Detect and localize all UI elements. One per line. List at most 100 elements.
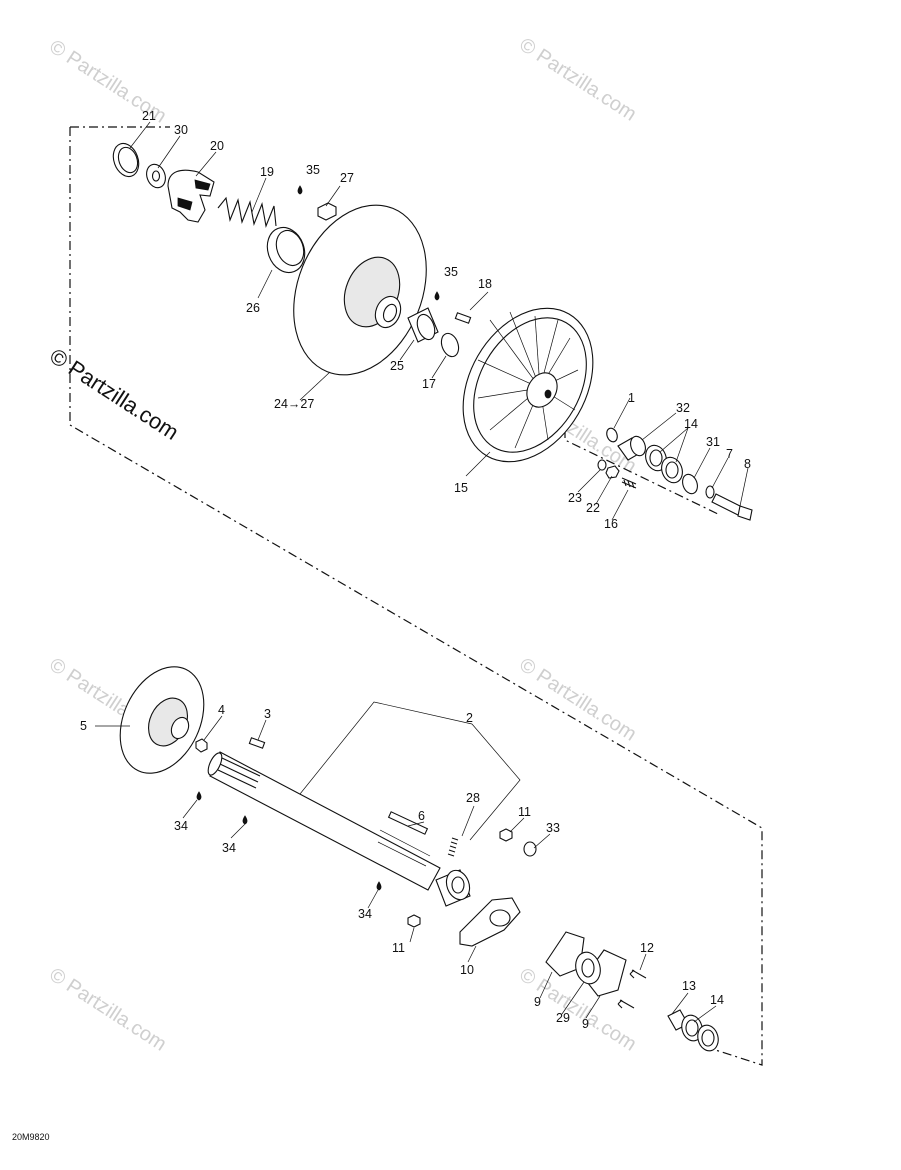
callout-17: 17 [422, 377, 436, 391]
washer-17 [440, 332, 460, 358]
set-screw-28 [447, 837, 459, 857]
callout-1: 1 [628, 391, 635, 405]
flange-hole [489, 909, 511, 927]
washer-outer [146, 163, 166, 189]
callout-32: 32 [676, 401, 690, 415]
shaft-2 [207, 751, 441, 891]
grease-drop-34b [242, 815, 248, 825]
callout-14-lower: 14 [710, 993, 724, 1007]
callout-33: 33 [546, 821, 560, 835]
fixed-sheave-15 [462, 307, 594, 463]
bushing-14c [681, 1014, 703, 1042]
key-6 [387, 811, 429, 835]
nut-22 [605, 465, 620, 479]
callout-8: 8 [744, 457, 751, 471]
callout-11-upper: 11 [518, 805, 531, 819]
washer-23 [597, 459, 607, 471]
callout-3: 3 [264, 707, 271, 721]
callout-14-upper: 14 [684, 417, 698, 431]
grease-drop-35a [297, 185, 303, 195]
cam-ramp-2 [177, 197, 193, 211]
callout-31: 31 [706, 435, 720, 449]
collar [435, 869, 471, 907]
collar-end [445, 869, 471, 901]
callout-9-right: 9 [582, 1017, 589, 1031]
spacer-32 [617, 435, 646, 461]
callout-29: 29 [556, 1011, 570, 1025]
callout-19: 19 [260, 165, 274, 179]
shaft-keyway [377, 829, 431, 867]
bushing-14c-inner [685, 1019, 699, 1037]
callout-15: 15 [454, 481, 468, 495]
bushing-25 [407, 307, 439, 343]
callout-16: 16 [604, 517, 618, 531]
spring-19 [217, 196, 277, 228]
upper-assembly [112, 142, 753, 521]
callout-21: 21 [142, 109, 156, 123]
cam-20 [167, 169, 215, 223]
fixed-sheave-hub [526, 372, 558, 408]
callout-5: 5 [80, 719, 87, 733]
callout-25: 25 [390, 359, 404, 373]
key-3 [248, 737, 266, 749]
nut-11b [407, 914, 421, 928]
callout-22: 22 [586, 501, 600, 515]
bolt-8 [711, 493, 753, 521]
sheave-bore [374, 295, 402, 329]
lower-assembly [119, 666, 719, 1052]
watermark-5: © Partzilla.com [45, 964, 170, 1056]
callout-labels: 21 30 20 19 35 27 26 35 18 25 17 24→27 1… [80, 109, 751, 1031]
fixed-sheave-bore [544, 389, 552, 399]
sheave-bore-inner [382, 303, 398, 323]
watermark-group: © Partzilla.com © Partzilla.com © Partzi… [45, 34, 640, 1056]
callout-35-middle: 35 [444, 265, 458, 279]
callout-34-left: 34 [174, 819, 188, 833]
screw-16 [621, 477, 637, 489]
spacer-end [630, 435, 646, 457]
grease-drop-34a [196, 791, 202, 801]
callout-34-center: 34 [222, 841, 236, 855]
grease-drop-35b [434, 291, 440, 301]
callout-35-upper: 35 [306, 163, 320, 177]
washer-31 [682, 473, 698, 495]
washer-33 [523, 841, 537, 857]
nut-4 [195, 738, 208, 753]
sleeve-26 [266, 226, 306, 274]
fixed-sheave-rim [473, 317, 587, 453]
flange-plate-10 [459, 897, 521, 947]
watermark-4: © Partzilla.com [515, 654, 640, 746]
ring-inner [117, 146, 139, 174]
callout-11-lower: 11 [392, 941, 405, 955]
callout-30: 30 [174, 123, 188, 137]
nut-11a [499, 828, 513, 842]
collar-bore [451, 876, 465, 894]
slider-shoe-27 [317, 202, 337, 221]
bushing-14a [645, 444, 667, 472]
cam-ramp-1 [194, 179, 211, 191]
callout-7: 7 [726, 447, 733, 461]
diagram-code: 20M9820 [12, 1132, 50, 1142]
callout-18: 18 [478, 277, 492, 291]
assembly-outline [69, 126, 763, 1066]
callout-20: 20 [210, 139, 224, 153]
bearing-flange-9b [583, 949, 627, 997]
bolt-12b [617, 999, 635, 1009]
shaft-end [207, 752, 223, 776]
callout-27: 27 [340, 171, 354, 185]
washer-hole [151, 170, 161, 182]
pulley-half-5 [119, 666, 205, 774]
bushing-end [416, 313, 436, 341]
sleeve-inner [275, 229, 305, 267]
flange-body [459, 897, 521, 947]
bearing-inner [581, 958, 595, 978]
leader-lines [95, 121, 749, 1023]
shaft-splines [217, 757, 261, 789]
grease-drop-34c [376, 881, 382, 891]
callout-24-27: 24→27 [274, 397, 314, 411]
bolt-head [737, 505, 753, 521]
callout-34-right: 34 [358, 907, 372, 921]
bushing-14b [661, 456, 683, 484]
ring-outer [112, 142, 140, 178]
callout-12: 12 [640, 941, 654, 955]
